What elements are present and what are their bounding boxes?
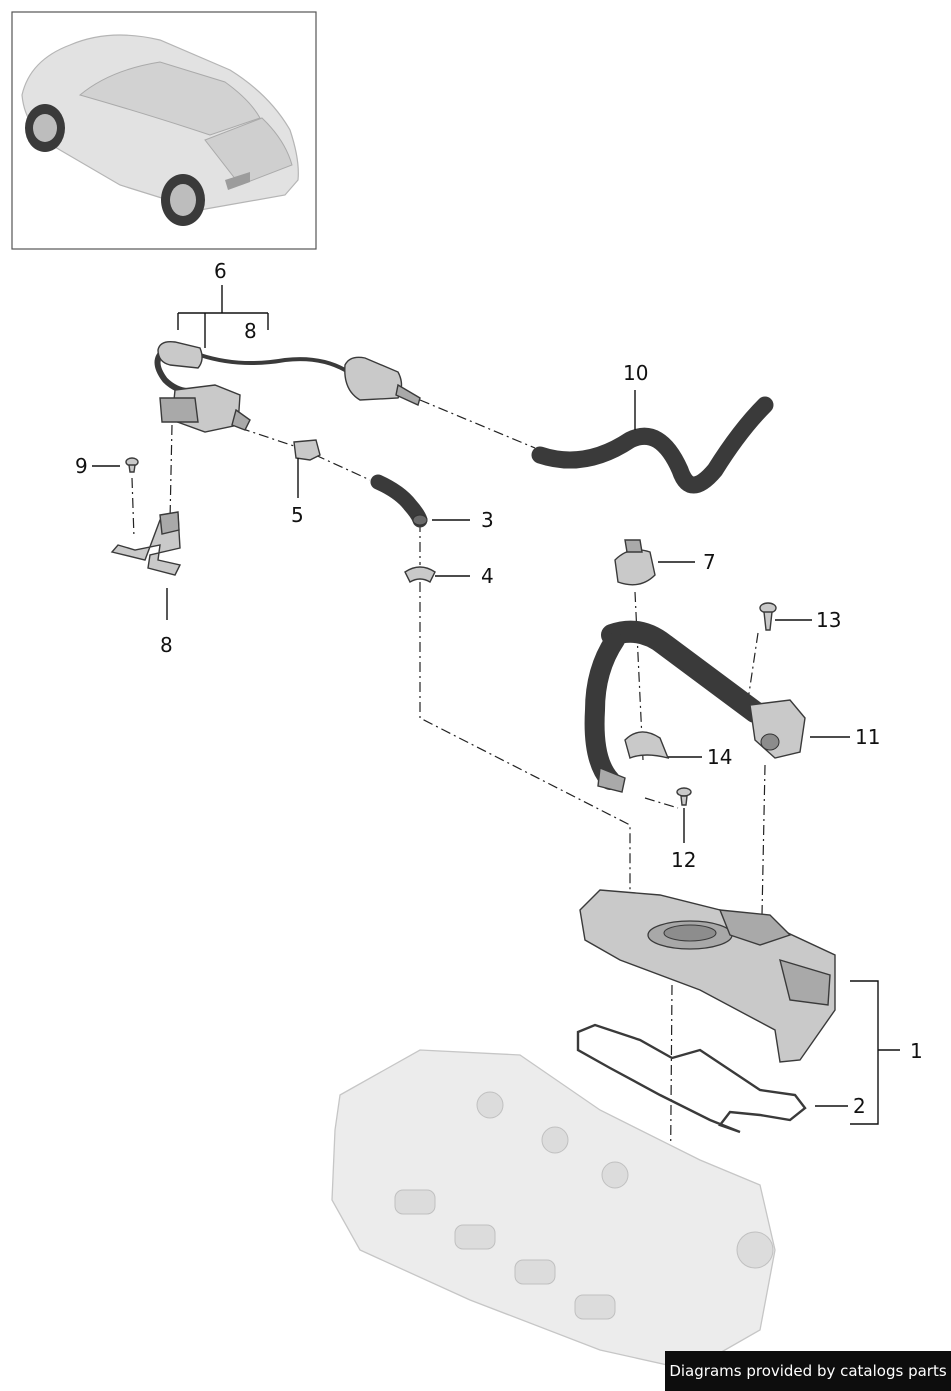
- part-5-clip: [293, 439, 321, 461]
- part-3-hose: [370, 474, 428, 528]
- callout-13: 13: [816, 608, 841, 632]
- part-10-hose: [531, 396, 774, 494]
- callout-14: 14: [707, 745, 732, 769]
- credit-banner: Diagrams provided by catalogs parts: [665, 1351, 951, 1391]
- part-7-clamp: [614, 539, 656, 586]
- callout-12: 12: [671, 848, 696, 872]
- callout-3: 3: [481, 508, 494, 532]
- leader-lines: [92, 285, 900, 1125]
- part-14-clip: [624, 731, 670, 760]
- part-1-cylinder-head-cover: [579, 889, 836, 1063]
- part-8-bracket: [110, 511, 182, 576]
- engine-cylinder-head: [331, 1049, 776, 1371]
- part-12-screw: [676, 787, 692, 806]
- part-4-clamp: [404, 566, 436, 583]
- callout-7: 7: [703, 550, 716, 574]
- vehicle-thumbnail-icon: [21, 34, 299, 226]
- part-13-bolt: [759, 602, 777, 631]
- vehicle-thumbnail: [11, 11, 317, 250]
- callout-labels: 6 8 9 8 5 3 4 10 7 13 11 14 12 1 2: [75, 259, 923, 1118]
- callout-6: 6: [214, 259, 227, 283]
- part-6-vacuum-line-assembly: [154, 340, 421, 433]
- callout-9: 9: [75, 454, 88, 478]
- part-2-gasket: [576, 1023, 807, 1134]
- callout-4: 4: [481, 564, 494, 588]
- callout-8-top: 8: [244, 319, 257, 343]
- callout-5: 5: [291, 503, 304, 527]
- callout-10: 10: [623, 361, 648, 385]
- callout-1: 1: [910, 1039, 923, 1063]
- part-9-screw: [125, 457, 139, 473]
- callout-8-bracket: 8: [160, 633, 173, 657]
- callout-11: 11: [855, 725, 880, 749]
- callout-2: 2: [853, 1094, 866, 1118]
- part-11-breather-pipe: [584, 620, 806, 793]
